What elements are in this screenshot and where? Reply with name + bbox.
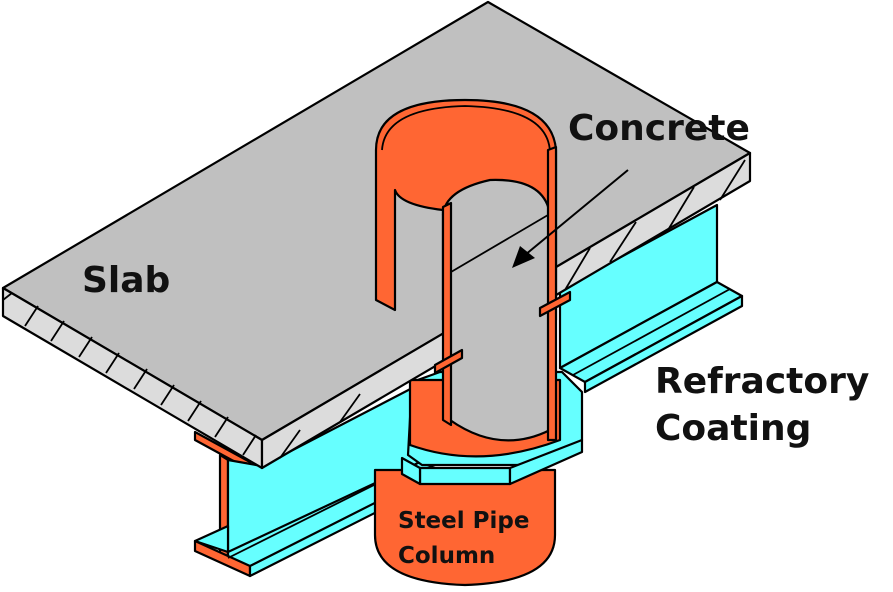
concrete-core <box>441 178 552 442</box>
right-h-beam <box>558 203 744 394</box>
column-upper-cutaway <box>374 98 572 442</box>
shell-cut-left <box>441 201 453 427</box>
arrow-head-icon <box>512 246 535 268</box>
column-lower-body <box>373 468 557 587</box>
slab-hatch-left <box>2 292 257 456</box>
diaphragm-left-edge <box>400 456 422 486</box>
concrete-arrow <box>512 169 629 268</box>
label-refractory-line2: Coating <box>655 408 811 449</box>
right-beam-bottom-flange-edge <box>583 294 744 394</box>
stiffener-right <box>538 290 572 318</box>
slab-hatch-right <box>279 159 746 459</box>
stiffener-left <box>433 348 464 375</box>
label-column-line1: Steel Pipe <box>398 508 529 534</box>
diaphragm-front-edge <box>418 466 512 486</box>
label-slab: Slab <box>82 260 170 301</box>
steel-pipe-column <box>373 468 557 587</box>
label-refractory-line1: Refractory <box>655 361 869 402</box>
diaphragm-right-edge <box>508 438 584 486</box>
label-column-line2: Column <box>398 543 495 569</box>
shell-cut-right <box>546 145 558 442</box>
label-concrete: Concrete <box>568 108 750 149</box>
